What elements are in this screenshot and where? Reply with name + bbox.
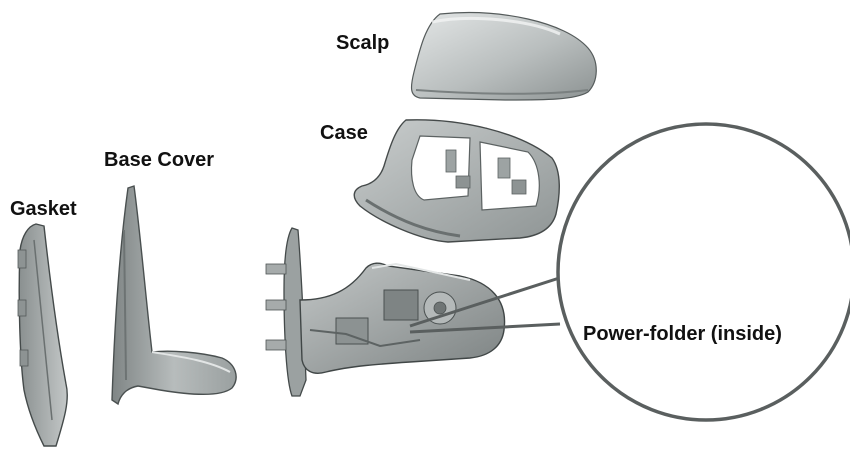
gasket-part [17,223,68,447]
callout-line [409,270,579,328]
label-gasket: Gasket [10,198,77,220]
callout-circle [556,122,850,422]
label-case: Case [320,122,368,144]
case-part [353,119,560,243]
label-base-cover: Base Cover [104,149,215,171]
callout-line-lower [409,322,561,334]
scalp-part [410,12,597,101]
label-power-folder: Power-folder (inside) [583,323,782,345]
label-scalp: Scalp [336,32,390,54]
power-folder-part [265,227,506,397]
base-cover-part [111,185,237,406]
